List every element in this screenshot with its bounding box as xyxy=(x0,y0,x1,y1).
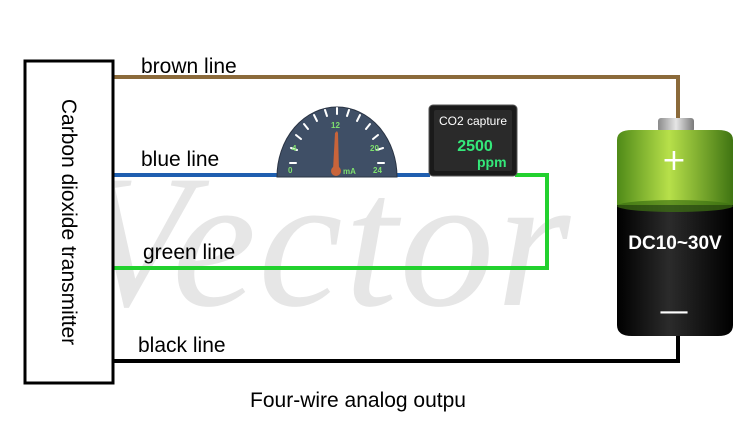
battery: + DC10~30V — xyxy=(617,118,733,336)
brown-line-label: brown line xyxy=(141,55,237,78)
ammeter-tick-12: 12 xyxy=(331,121,340,130)
black-wire xyxy=(113,334,680,363)
battery-divider xyxy=(617,200,733,212)
transmitter-box xyxy=(23,59,115,385)
ammeter-tick-marks xyxy=(289,107,385,164)
battery-top xyxy=(617,130,733,210)
ammeter-tick-4: 4 xyxy=(292,144,297,153)
transmitter-label: Carbon dioxide transmitter xyxy=(57,99,80,345)
battery-body xyxy=(617,205,733,336)
ammeter-pivot xyxy=(331,166,341,176)
green-wire xyxy=(113,173,549,270)
display-screen xyxy=(434,110,512,171)
battery-cap xyxy=(658,118,694,132)
ammeter-gauge: 0 4 12 20 24 mA xyxy=(276,106,398,178)
brown-wire xyxy=(113,75,680,133)
ammeter-unit: mA xyxy=(343,167,356,176)
ammeter-tick-24: 24 xyxy=(373,166,382,175)
battery-plus-sign: + xyxy=(661,143,686,178)
ammeter-tick-0: 0 xyxy=(288,166,293,175)
black-line-label: black line xyxy=(138,334,226,357)
display-value: 2500 xyxy=(457,138,493,155)
ammeter-tick-20: 20 xyxy=(370,144,379,153)
ammeter-needle xyxy=(333,131,339,170)
co2-display: CO2 capture 2500 ppm xyxy=(428,104,518,177)
display-title: CO2 capture xyxy=(439,114,507,128)
display-unit: ppm xyxy=(477,154,507,170)
diagram-caption: Four-wire analog outpu xyxy=(250,389,466,412)
battery-voltage: DC10~30V xyxy=(628,233,722,254)
blue-line-label: blue line xyxy=(141,148,219,171)
battery-minus-sign: — xyxy=(659,294,689,329)
green-line-label: green line xyxy=(143,241,235,264)
